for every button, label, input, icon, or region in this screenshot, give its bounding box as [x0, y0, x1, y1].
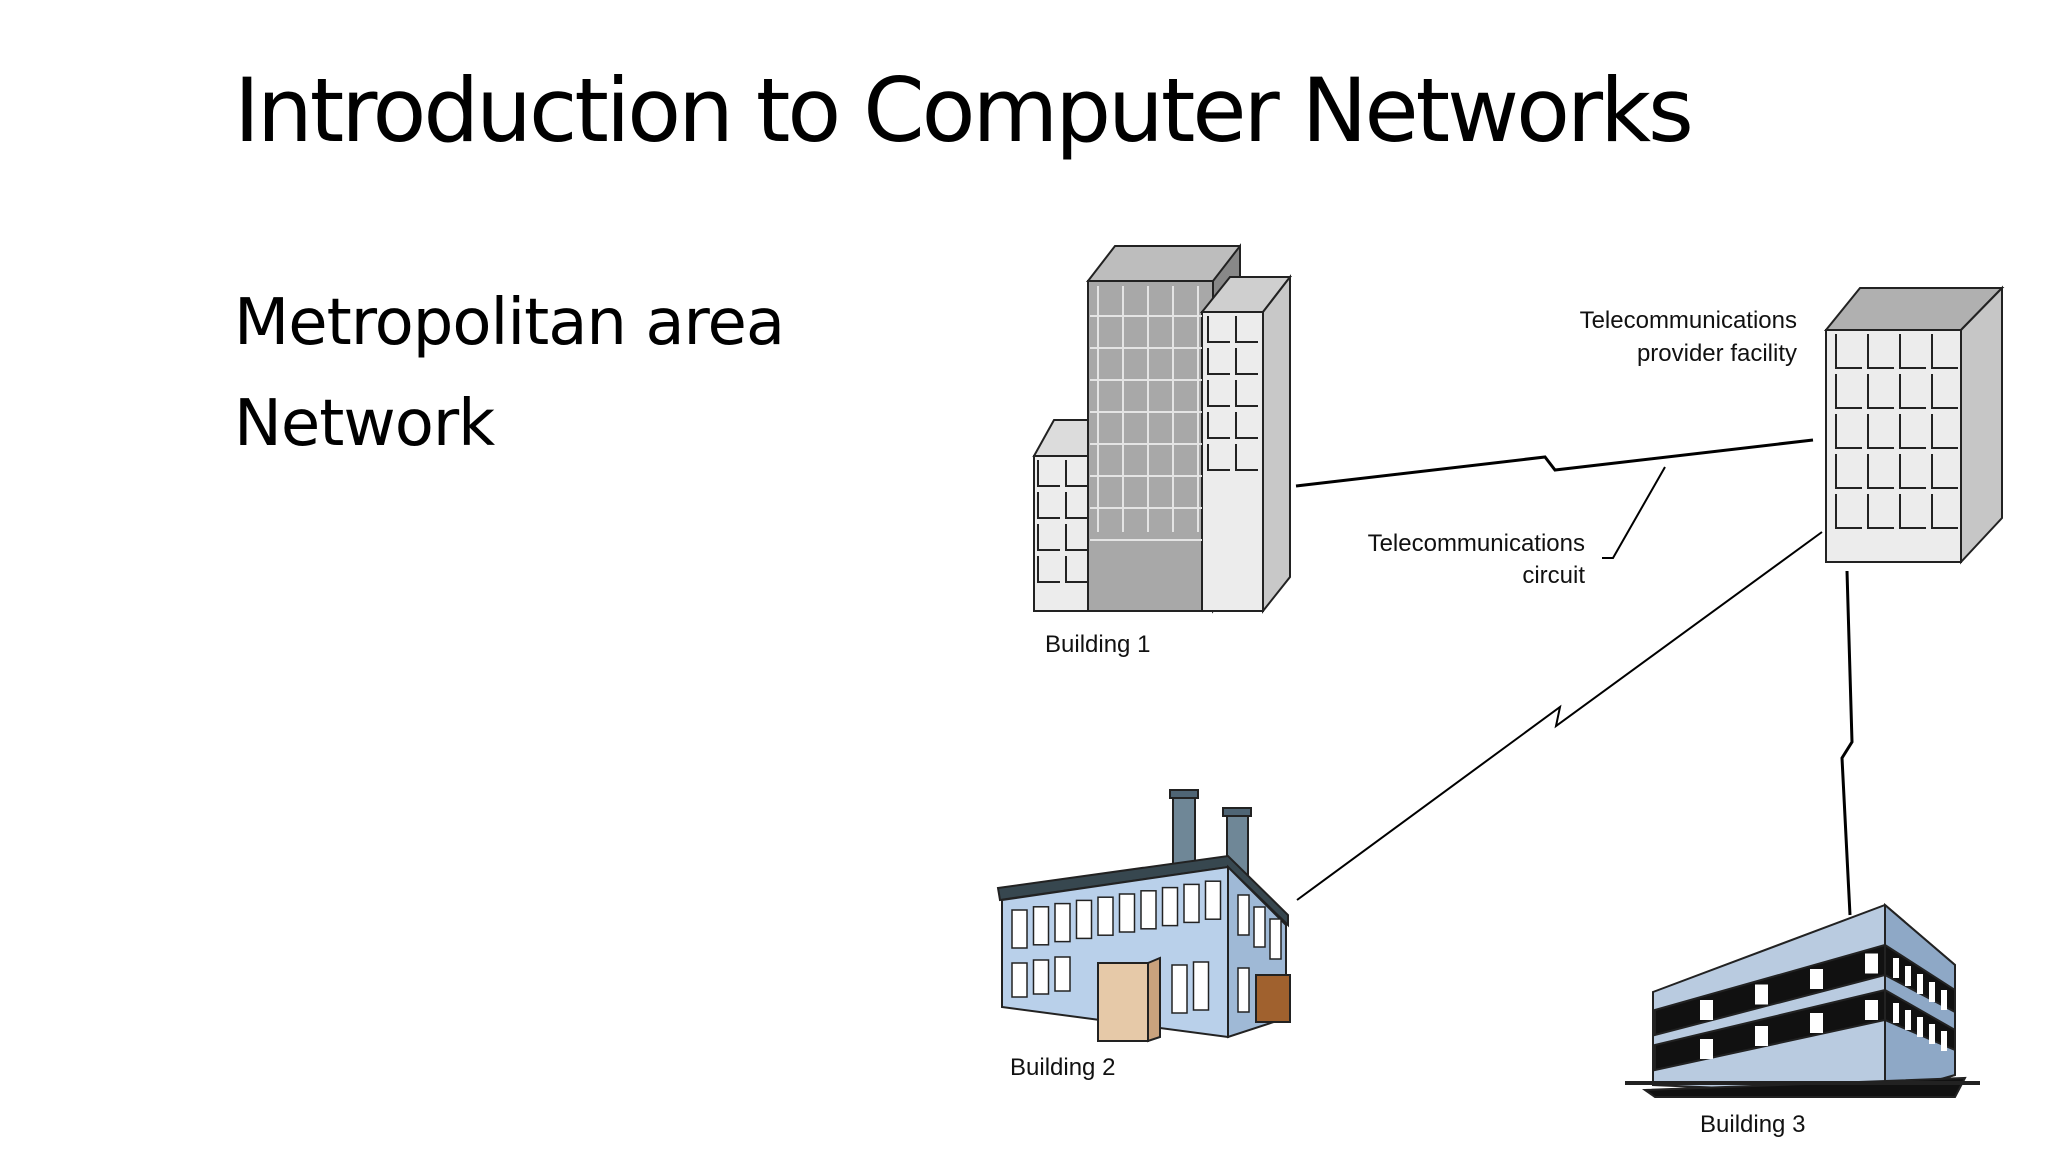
window: [1037, 492, 1060, 519]
window: [1931, 374, 1958, 409]
window: [1931, 494, 1958, 529]
window: [1065, 492, 1088, 519]
window: [1931, 454, 1958, 489]
window: [1835, 494, 1862, 529]
window: [1865, 953, 1878, 974]
window: [1700, 1039, 1713, 1059]
building-3-label: Building 3: [1700, 1111, 1805, 1138]
window: [1118, 893, 1136, 933]
window: [1183, 883, 1200, 924]
window: [1237, 967, 1250, 1013]
window: [1235, 412, 1258, 439]
window: [1867, 414, 1894, 449]
window: [1207, 412, 1230, 439]
bullet-network: Network: [234, 387, 495, 461]
window: [1235, 444, 1258, 471]
window: [1929, 1024, 1935, 1044]
window: [1917, 1017, 1923, 1037]
window: [1835, 414, 1862, 449]
window: [1899, 374, 1926, 409]
circuit-label-line2: circuit: [1522, 562, 1585, 589]
window: [1161, 886, 1179, 927]
window: [1065, 460, 1088, 487]
window: [1269, 918, 1282, 960]
window: [1931, 334, 1958, 369]
window: [1835, 454, 1862, 489]
window: [1893, 1003, 1899, 1023]
building-3-illustration: [1625, 902, 1980, 1098]
window: [1810, 1013, 1823, 1033]
window: [1235, 380, 1258, 407]
circuit-building3-provider: [1840, 570, 1854, 916]
window: [1235, 316, 1258, 343]
window: [1032, 959, 1050, 995]
window: [1037, 556, 1060, 583]
window: [1011, 962, 1028, 998]
circuit-label-line1: Telecommunications: [1368, 530, 1585, 557]
window: [1755, 1026, 1768, 1046]
window: [1867, 374, 1894, 409]
window: [1204, 880, 1222, 920]
window: [1941, 1031, 1947, 1051]
slide-title: Introduction to Computer Networks: [234, 59, 1694, 162]
window: [1054, 902, 1071, 943]
provider-facility-illustration: [1823, 285, 2005, 565]
window: [1140, 890, 1157, 930]
window: [1899, 414, 1926, 449]
window: [1865, 1000, 1878, 1020]
circuit-building1-provider: [1295, 438, 1814, 488]
window: [1899, 334, 1926, 369]
window: [1835, 334, 1862, 369]
window: [1835, 374, 1862, 409]
window: [1941, 990, 1947, 1010]
window: [1207, 444, 1230, 471]
window: [1065, 524, 1088, 551]
window: [1929, 982, 1935, 1002]
building-2-label: Building 2: [1010, 1054, 1115, 1081]
window: [1755, 984, 1768, 1005]
provider-facility-label-line2: provider facility: [1637, 340, 1797, 367]
window: [1207, 316, 1230, 343]
window: [1192, 961, 1210, 1011]
window: [1011, 909, 1028, 949]
circuit-label-pointer: [1602, 466, 1666, 559]
window: [1700, 1000, 1713, 1020]
window: [1237, 894, 1250, 936]
window: [1054, 956, 1071, 992]
window: [1867, 454, 1894, 489]
window: [1899, 454, 1926, 489]
building-1-label: Building 1: [1045, 631, 1150, 658]
building-1-illustration: [1032, 243, 1293, 614]
window: [1207, 348, 1230, 375]
window: [1032, 906, 1050, 946]
window: [1899, 494, 1926, 529]
window: [1905, 966, 1911, 986]
window: [1075, 899, 1093, 940]
window: [1867, 334, 1894, 369]
window: [1065, 556, 1088, 583]
window: [1097, 896, 1114, 936]
window: [1810, 969, 1823, 989]
circuit-building2-provider: [1296, 531, 1823, 901]
telecom-circuit-lines: [1295, 438, 1854, 916]
window: [1931, 414, 1958, 449]
window: [1037, 524, 1060, 551]
window: [1171, 964, 1188, 1014]
window: [1037, 460, 1060, 487]
window: [1917, 974, 1923, 994]
window: [1207, 380, 1230, 407]
window: [1893, 958, 1899, 978]
provider-facility-label-line1: Telecommunications: [1580, 307, 1797, 334]
bullet-metropolitan-area: Metropolitan area: [234, 286, 785, 360]
window: [1867, 494, 1894, 529]
window: [1253, 906, 1266, 948]
window: [1905, 1010, 1911, 1030]
window: [1235, 348, 1258, 375]
